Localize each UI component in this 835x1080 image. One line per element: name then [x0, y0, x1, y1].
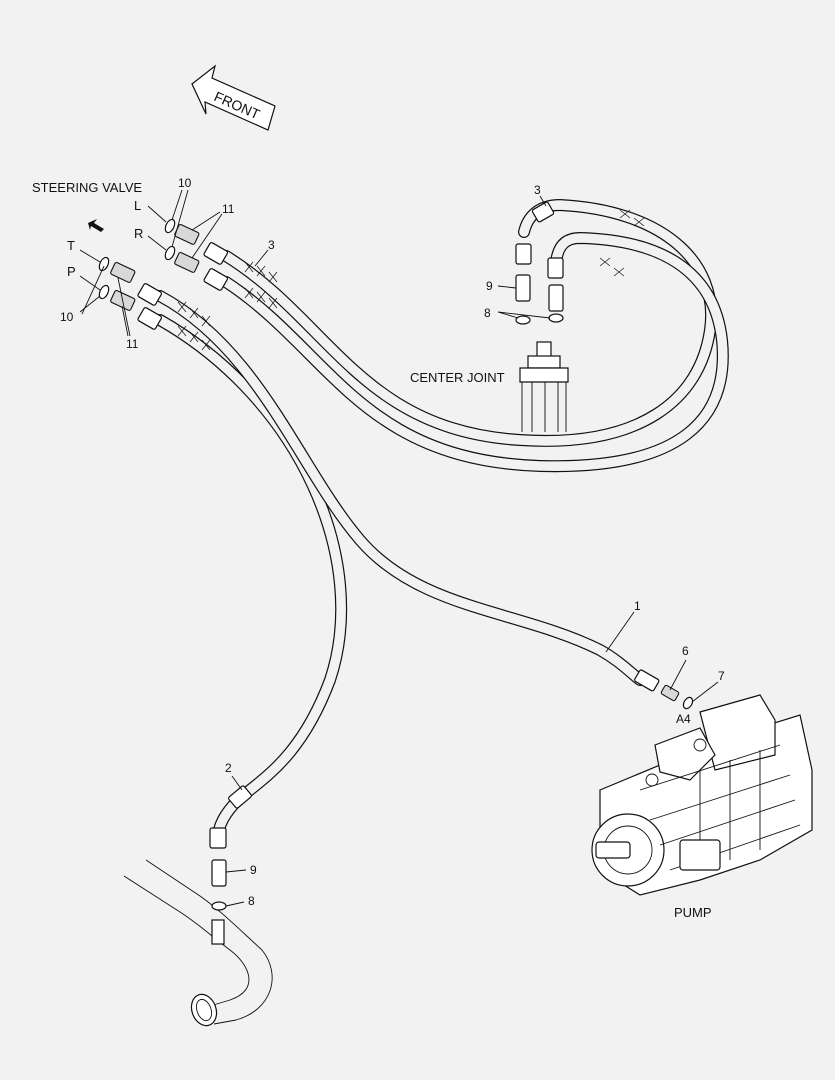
callout-9-top: 9 — [486, 279, 493, 293]
callout-6: 6 — [682, 644, 689, 658]
o-ring-7 — [682, 696, 694, 710]
callout-8-top: 8 — [484, 306, 491, 320]
front-arrow: FRONT — [191, 64, 276, 131]
callout-10-bottom: 10 — [60, 310, 74, 324]
callout-8-bottom: 8 — [248, 894, 255, 908]
steering-valve-label: STEERING VALVE — [32, 180, 142, 195]
hose-3-pair — [203, 198, 729, 473]
callout-3-mid: 3 — [268, 238, 275, 252]
callout-2: 2 — [225, 761, 232, 775]
port-t-label: T — [67, 238, 75, 253]
hose-2 — [137, 307, 348, 849]
callout-1: 1 — [634, 599, 641, 613]
pump: PUMP — [591, 694, 813, 920]
callout-11-bottom: 11 — [126, 337, 139, 351]
callout-7: 7 — [718, 669, 725, 683]
port-r-label: R — [134, 226, 143, 241]
port-l-label: L — [134, 198, 141, 213]
callout-10-top: 10 — [178, 176, 192, 190]
port-p-label: P — [67, 264, 76, 279]
callout-3-top: 3 — [534, 183, 541, 197]
hose-1 — [137, 283, 660, 692]
center-joint-label: CENTER JOINT — [410, 370, 505, 385]
callout-11-top: 11 — [222, 202, 235, 216]
port-a4-label: A4 — [676, 712, 691, 726]
center-joint: CENTER JOINT — [410, 274, 569, 432]
bottom-pipe — [123, 859, 273, 1027]
direction-arrow-icon — [88, 219, 104, 232]
callout-9-bottom: 9 — [250, 863, 257, 877]
pump-label: PUMP — [674, 905, 712, 920]
leader-lines — [79, 189, 719, 907]
fitting-6 — [660, 684, 680, 702]
